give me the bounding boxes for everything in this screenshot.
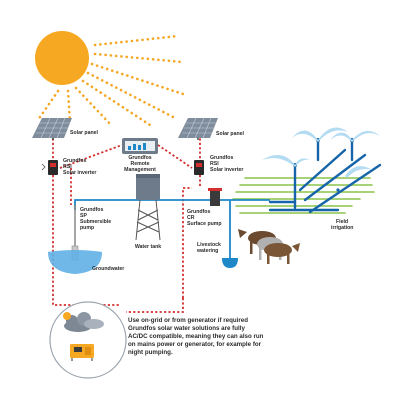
label-groundwater: Groundwater (92, 266, 124, 272)
svg-text:pump: pump (80, 225, 94, 231)
svg-text:watering: watering (196, 248, 218, 254)
svg-text:Use on-grid or from generator: Use on-grid or from generator if require… (128, 317, 248, 324)
label-cr-pump: Grundfos CR Surface pump (187, 209, 222, 227)
label-field: Field irrigation (331, 219, 353, 231)
svg-text:Grundfos solar water solutions: Grundfos solar water solutions are fully (128, 325, 245, 332)
svg-text:Grundfos: Grundfos (187, 209, 210, 215)
svg-text:on mains power or generator, f: on mains power or generator, for example… (128, 341, 262, 348)
svg-text:CR: CR (187, 215, 195, 221)
generator-circle (49, 301, 127, 379)
svg-text:Field: Field (336, 219, 348, 225)
svg-text:Solar inverter: Solar inverter (63, 170, 96, 176)
svg-text:Remote: Remote (130, 161, 149, 167)
label-sp-pump: Grundfos SP Submersible pump (80, 207, 111, 231)
svg-text:Grundfos: Grundfos (128, 155, 151, 161)
water-spray-icons (262, 127, 380, 178)
sun-icon (35, 31, 188, 128)
generator-note: Use on-grid or from generator if require… (128, 317, 264, 356)
label-solar-panel-left: Solar panel (70, 130, 99, 136)
svg-text:AC/DC compatible, meaning they: AC/DC compatible, meaning they can also … (128, 333, 264, 340)
sprinkler-heads (293, 138, 354, 192)
svg-text:irrigation: irrigation (331, 225, 353, 231)
inverter-right-icon (194, 160, 204, 175)
water-trough-icon (222, 258, 238, 268)
label-water-tank: Water tank (135, 244, 161, 250)
svg-text:SP: SP (80, 213, 87, 219)
label-remote-management: Grundfos Remote Management (124, 155, 156, 173)
cr-surface-pump-icon (208, 188, 222, 206)
inverter-left-icon (41, 160, 58, 175)
svg-text:Livestock: Livestock (197, 242, 221, 248)
power-lines (52, 134, 201, 313)
groundwater-icon (48, 250, 102, 274)
solar-panel-right-icon (178, 117, 218, 140)
livestock-icon (238, 229, 300, 264)
svg-text:Grundfos: Grundfos (210, 155, 233, 161)
svg-text:night pumping.: night pumping. (128, 349, 173, 356)
label-livestock: Livestock watering (196, 242, 221, 254)
water-tank-icon (135, 174, 161, 241)
generator-icon (70, 344, 94, 361)
label-solar-panel-right: Solar panel (216, 131, 245, 137)
svg-text:Surface pump: Surface pump (187, 221, 222, 227)
solar-panel-left-icon (32, 117, 72, 140)
label-inverter-right: Grundfos RSI Solar inverter (210, 155, 243, 173)
svg-text:Grundfos: Grundfos (80, 207, 103, 213)
svg-text:RSI: RSI (210, 161, 219, 167)
svg-text:RSI: RSI (63, 164, 72, 170)
irrigation-pipes (268, 138, 382, 214)
remote-management-icon (122, 138, 158, 154)
svg-text:Management: Management (124, 167, 156, 173)
svg-text:Grundfos: Grundfos (63, 158, 86, 164)
svg-text:Solar inverter: Solar inverter (210, 167, 243, 173)
svg-text:Submersible: Submersible (80, 219, 111, 225)
label-inverter-left: Grundfos RSI Solar inverter (63, 158, 96, 176)
cloud-icon (63, 312, 104, 332)
